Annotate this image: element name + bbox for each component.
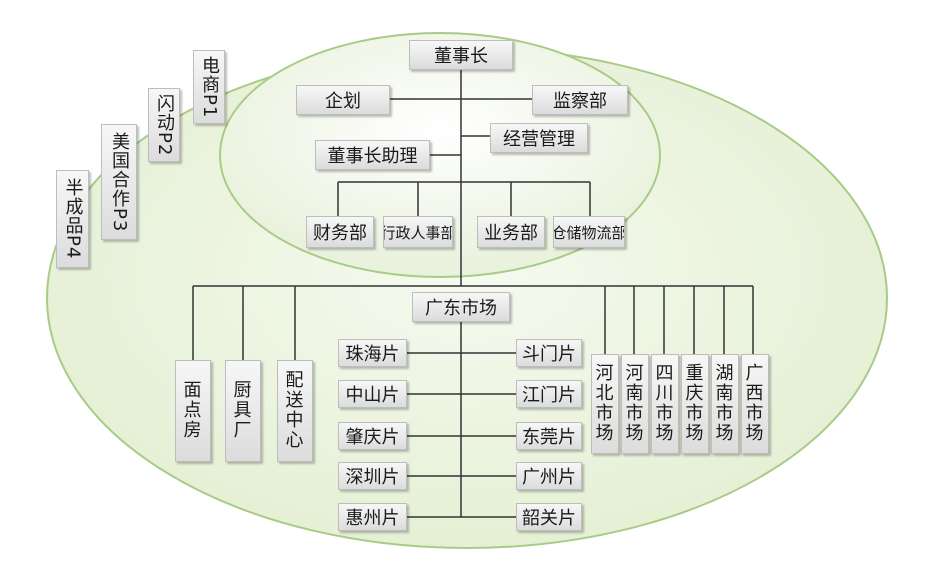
district-guangzhou: 广州片 bbox=[516, 462, 582, 490]
pastry-box: 面点房 bbox=[175, 360, 211, 462]
business-box: 业务部 bbox=[477, 216, 545, 248]
finance-box: 财务部 bbox=[306, 216, 374, 248]
district-jiangmen: 江门片 bbox=[516, 380, 582, 408]
planning-box: 企划 bbox=[296, 85, 390, 115]
district-zhongshan: 中山片 bbox=[338, 380, 407, 408]
guangdong-box: 广东市场 bbox=[412, 292, 510, 322]
project-p4: 半成品P4 bbox=[56, 170, 89, 268]
district-huizhou: 惠州片 bbox=[338, 503, 407, 531]
kitchen-box: 厨具厂 bbox=[225, 360, 261, 462]
project-p1: 电商P1 bbox=[193, 50, 225, 124]
district-shenzhen: 深圳片 bbox=[338, 462, 407, 490]
market-hebei: 河北市场 bbox=[591, 354, 619, 454]
supervision-box: 监察部 bbox=[532, 85, 628, 115]
operations-box: 经营管理 bbox=[490, 123, 588, 153]
logistics-box: 仓储物流部 bbox=[553, 216, 625, 248]
project-p3: 美国合作P3 bbox=[101, 124, 137, 240]
market-henan: 河南市场 bbox=[621, 354, 649, 454]
project-p2: 闪动P2 bbox=[148, 88, 180, 162]
district-doumen: 斗门片 bbox=[516, 339, 582, 367]
distribution-box: 配送中心 bbox=[277, 360, 313, 462]
district-zhaoqing: 肇庆片 bbox=[338, 422, 407, 450]
chairman-box: 董事长 bbox=[409, 40, 513, 70]
admin-hr-box: 行政人事部 bbox=[383, 216, 453, 248]
market-guangxi: 广西市场 bbox=[741, 354, 769, 454]
district-zhuhai: 珠海片 bbox=[338, 339, 407, 367]
market-sichuan: 四川市场 bbox=[651, 354, 679, 454]
market-chongqing: 重庆市场 bbox=[681, 354, 709, 454]
district-dongguan: 东莞片 bbox=[516, 422, 582, 450]
assistant-box: 董事长助理 bbox=[315, 140, 430, 170]
district-shaoguan: 韶关片 bbox=[516, 503, 582, 531]
market-hunan: 湖南市场 bbox=[711, 354, 739, 454]
connectors bbox=[192, 68, 754, 518]
